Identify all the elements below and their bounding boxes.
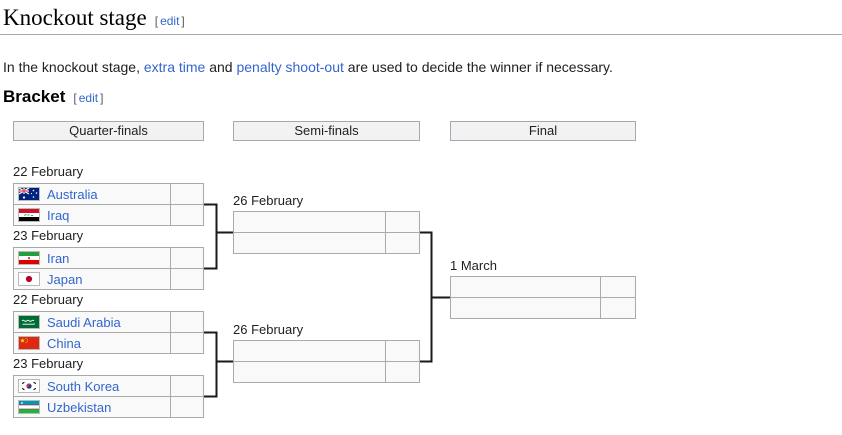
flag-uzbekistan-icon xyxy=(18,400,40,414)
score-cell xyxy=(385,233,419,253)
sf-match-1 xyxy=(233,211,420,254)
team-link-iraq[interactable]: Iraq xyxy=(47,207,70,223)
score-cell xyxy=(170,312,203,332)
team-row: South Korea xyxy=(14,376,203,396)
team-link-south-korea[interactable]: South Korea xyxy=(47,378,120,394)
team-row: Japan xyxy=(14,268,203,289)
qf-match-2: Iran Japan xyxy=(13,247,204,290)
team-row: Iraq xyxy=(14,204,203,225)
score-cell xyxy=(170,376,203,396)
team-link-china[interactable]: China xyxy=(47,335,81,351)
flag-iraq-icon xyxy=(18,208,40,222)
sub-heading-bracket: Bracket [edit] xyxy=(3,87,103,107)
score-cell xyxy=(170,397,203,417)
sf-match-2 xyxy=(233,340,420,383)
score-cell xyxy=(385,341,419,361)
round-header-quarter-finals: Quarter-finals xyxy=(13,121,204,141)
team-row xyxy=(451,277,635,297)
round-header-semi-finals: Semi-finals xyxy=(233,121,420,141)
sf2-date-label: 26 February xyxy=(233,322,304,337)
team-row: Australia xyxy=(14,184,203,204)
score-cell xyxy=(385,212,419,232)
qf-match-1: Australia Iraq xyxy=(13,183,204,226)
final-date-label: 1 March xyxy=(450,258,497,273)
team-row: Uzbekistan xyxy=(14,396,203,417)
team-cell: Saudi Arabia xyxy=(14,312,170,332)
edit-bracket-open: [ xyxy=(154,14,159,28)
flag-australia-icon xyxy=(18,187,40,201)
score-cell xyxy=(600,298,635,318)
team-cell: Iran xyxy=(14,248,170,268)
flag-south-korea-icon xyxy=(18,379,40,393)
team-slot-empty xyxy=(234,212,385,232)
edit-link[interactable]: edit xyxy=(78,91,99,105)
edit-section: [edit] xyxy=(155,14,185,28)
team-link-japan[interactable]: Japan xyxy=(47,271,83,287)
score-cell xyxy=(600,277,635,297)
intro-paragraph: In the knockout stage, extra time and pe… xyxy=(3,57,613,77)
extra-time-link[interactable]: extra time xyxy=(143,59,206,75)
team-cell: Japan xyxy=(14,269,170,289)
team-link-australia[interactable]: Australia xyxy=(47,186,98,202)
score-cell xyxy=(170,184,203,204)
team-link-uzbekistan[interactable]: Uzbekistan xyxy=(47,399,112,415)
score-cell xyxy=(170,205,203,225)
team-slot-empty xyxy=(451,277,600,297)
team-slot-empty xyxy=(234,362,385,382)
team-slot-empty xyxy=(234,341,385,361)
team-link-saudi-arabia[interactable]: Saudi Arabia xyxy=(47,314,121,330)
team-row xyxy=(234,212,419,232)
edit-link[interactable]: edit xyxy=(160,14,180,28)
flag-iran-icon xyxy=(18,251,40,265)
team-row xyxy=(234,341,419,361)
edit-bracket-open: [ xyxy=(73,91,77,105)
team-cell: China xyxy=(14,333,170,353)
team-slot-empty xyxy=(451,298,600,318)
flag-china-icon xyxy=(18,336,40,350)
penalty-shootout-link[interactable]: penalty shoot-out xyxy=(236,59,344,75)
qf3-date-label: 22 February xyxy=(13,292,84,307)
qf2-date-label: 23 February xyxy=(13,228,84,243)
final-match xyxy=(450,276,636,319)
score-cell xyxy=(170,269,203,289)
team-row: Iran xyxy=(14,248,203,268)
team-cell: Uzbekistan xyxy=(14,397,170,417)
qf1-date-label: 22 February xyxy=(13,164,84,179)
team-cell: Iraq xyxy=(14,205,170,225)
edit-bracket-close: ] xyxy=(100,91,104,105)
qf-match-3: Saudi Arabia China xyxy=(13,311,204,354)
qf4-date-label: 23 February xyxy=(13,356,84,371)
team-slot-empty xyxy=(234,233,385,253)
intro-text-post: are used to decide the winner if necessa… xyxy=(343,59,613,75)
team-row: Saudi Arabia xyxy=(14,312,203,332)
team-row xyxy=(451,297,635,318)
sf1-date-label: 26 February xyxy=(233,193,304,208)
team-link-iran[interactable]: Iran xyxy=(47,250,70,266)
intro-text-mid: and xyxy=(205,59,237,75)
team-row xyxy=(234,361,419,382)
score-cell xyxy=(170,333,203,353)
flag-japan-icon xyxy=(18,272,40,286)
edit-bracket-close: ] xyxy=(181,14,185,28)
edit-section-bracket: [edit] xyxy=(73,91,103,105)
round-header-final: Final xyxy=(450,121,636,141)
qf-match-4: South Korea Uzbekistan xyxy=(13,375,204,418)
score-cell xyxy=(170,248,203,268)
intro-text-pre: In the knockout stage, xyxy=(3,59,144,75)
score-cell xyxy=(385,362,419,382)
team-row: China xyxy=(14,332,203,353)
team-cell: South Korea xyxy=(14,376,170,396)
team-cell: Australia xyxy=(14,184,170,204)
section-title: Bracket xyxy=(3,87,66,106)
flag-saudi-arabia-icon xyxy=(18,315,40,329)
page-title: Knockout stage xyxy=(3,5,147,30)
team-row xyxy=(234,232,419,253)
section-heading-knockout-stage: Knockout stage [edit] xyxy=(0,5,842,35)
